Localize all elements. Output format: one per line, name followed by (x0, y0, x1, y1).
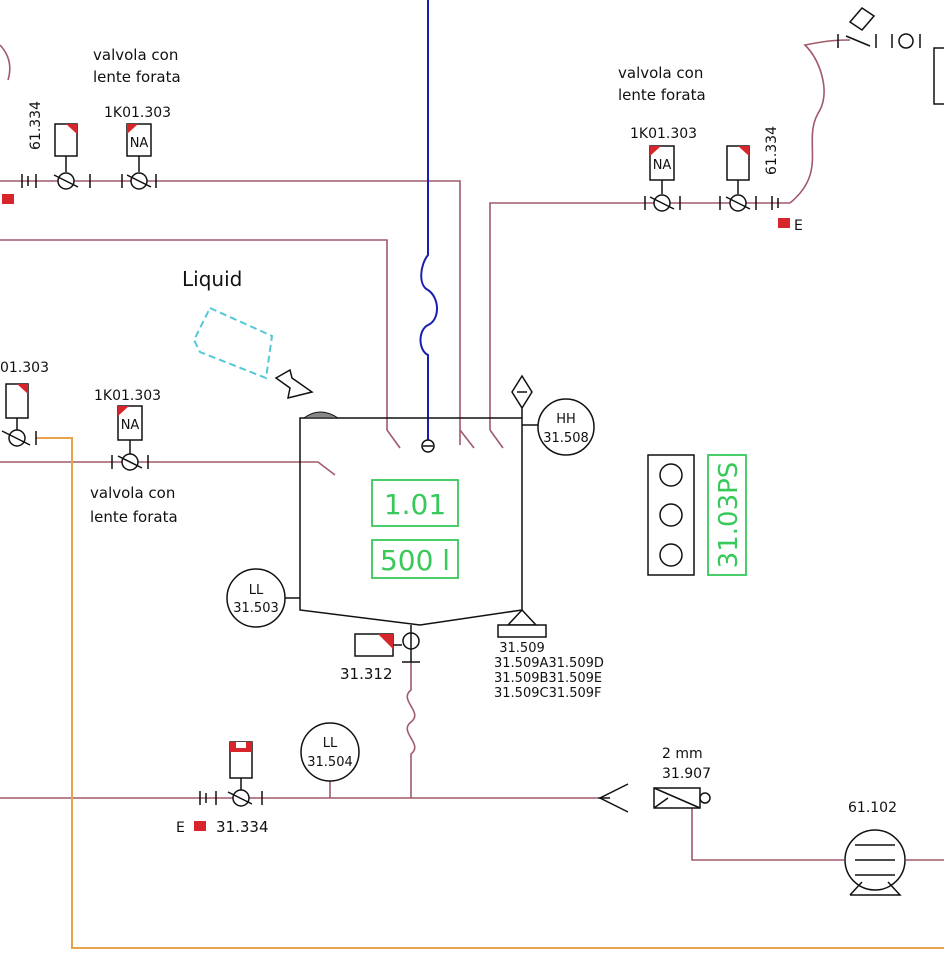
pipe-curve-top-right (789, 39, 851, 204)
valve-note-line: lente forata (618, 86, 706, 104)
valve-note-line: valvola con (90, 484, 175, 502)
instrument-ll-line: LL 31.504 (300, 722, 360, 782)
indicator-light-icon (659, 503, 683, 527)
actuator-tag-icon (778, 218, 790, 228)
load-cell-icon (506, 608, 538, 626)
indicator-light-icon (659, 463, 683, 487)
instrument-ll-tank: LL 31.503 (226, 568, 300, 628)
pipe-curve-top-left (0, 44, 11, 81)
valve-note-line: valvola con (93, 46, 178, 64)
tank-display-box-1 (371, 479, 459, 527)
pipe-left-mid (0, 461, 336, 476)
instrument-bubble-ll (226, 568, 286, 628)
valve-tag: 61.334 (764, 126, 780, 175)
load-cell-tag-line: 31.509B31.509E (494, 671, 602, 686)
valve-note-line: lente forata (90, 508, 178, 526)
panel-label-box (707, 454, 747, 576)
arrow-icon (274, 368, 314, 400)
panel-label: 31.03PS (714, 462, 744, 569)
valve-group-top-right: valvola con lente forata 1K01.303 61.334… (618, 7, 944, 234)
valve-tag: 31.334 (216, 818, 269, 836)
utility-line-orange (36, 437, 944, 949)
tank-body (299, 417, 523, 626)
valve-tag: 31.312 (340, 665, 393, 683)
valve-group-left-mid: 01.303 1K01.303 NA valvola con lente for… (0, 360, 178, 526)
actuator-tag-icon (194, 821, 206, 831)
pipe-tank-drain (406, 662, 416, 798)
agitator-shaft-line (419, 0, 438, 440)
liquid-inlet: Liquid (182, 267, 314, 400)
na-label: NA (130, 136, 149, 151)
e-label: E (176, 820, 185, 836)
na-label: NA (653, 158, 672, 173)
instrument-code: LL (249, 583, 264, 598)
actuator-na-icon (117, 405, 143, 441)
process-pipes (0, 39, 944, 861)
liquid-label: Liquid (182, 267, 242, 291)
na-label: NA (121, 418, 140, 433)
manhole-icon (302, 411, 340, 419)
valve-tag: 1K01.303 (104, 105, 171, 121)
tank: 1.01 500 l (299, 374, 533, 626)
valve-tag: 1K01.303 (630, 126, 697, 142)
instrument-bubble-hh (537, 398, 595, 456)
valve-note-line: lente forata (93, 68, 181, 86)
valve-note-line: valvola con (618, 64, 703, 82)
indicator-light-icon (659, 543, 683, 567)
relief-valve-icon (511, 374, 533, 418)
indicator-panel (647, 454, 695, 576)
pipe-filter-to-pump (691, 805, 844, 861)
instrument-code: HH (556, 412, 576, 427)
tank-display-box-2 (371, 539, 459, 579)
load-cell-tag: 31.509 (499, 641, 545, 656)
valve-tag: 01.303 (0, 360, 49, 376)
liquid-container-icon (192, 306, 274, 380)
filter-size: 2 mm (662, 746, 703, 762)
valve-group-top-left: valvola con lente forata 1K01.303 61.334… (2, 46, 181, 204)
tank-display-value-2: 500 l (380, 544, 450, 577)
instrument-tag: 31.504 (307, 755, 353, 770)
e-label: E (794, 218, 803, 234)
pump-tag: 61.102 (848, 800, 897, 816)
instrument-tag: 31.508 (543, 431, 589, 446)
instrument-code: LL (323, 736, 338, 751)
valve-31312: 31.312 (340, 625, 420, 683)
filter-31907: 2 mm 31.907 (598, 746, 711, 813)
tank-display-value-1: 1.01 (384, 488, 446, 521)
filter-tag: 31.907 (662, 766, 711, 782)
control-valve-icon (848, 7, 876, 31)
valve-tag: 61.334 (28, 101, 44, 150)
load-cell-tag-line: 31.509C31.509F (494, 686, 602, 701)
instrument-tag: 31.503 (233, 601, 279, 616)
instrument-bubble-ll (300, 722, 360, 782)
valve-tag: 1K01.303 (94, 388, 161, 404)
load-cell-tag-line: 31.509A31.509D (494, 656, 604, 671)
pump-61102: 61.102 (844, 800, 906, 896)
control-panel: 31.03PS (647, 454, 747, 576)
actuator-tag-icon (2, 194, 14, 204)
pipe-second-line (0, 239, 401, 449)
load-cell-group: 31.509 31.509A31.509D 31.509B31.509E 31.… (494, 608, 604, 701)
pipe-right-inlet (489, 202, 790, 430)
instrument-hh: HH 31.508 (522, 398, 595, 456)
pipe-top-line (0, 180, 461, 445)
valve-31334: E 31.334 (176, 741, 269, 836)
